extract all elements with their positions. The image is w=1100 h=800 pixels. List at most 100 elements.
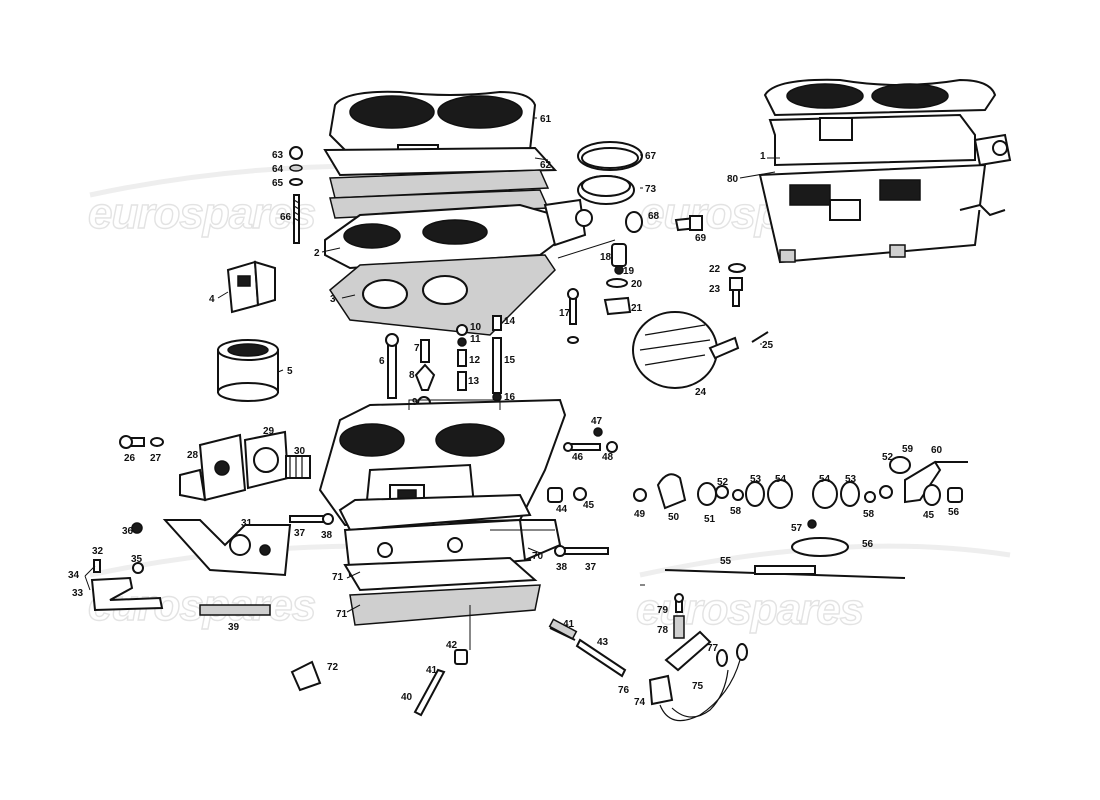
label-45: 45 — [583, 500, 595, 511]
label-11: 11 — [470, 334, 481, 345]
part-62-gaskets — [329, 169, 550, 219]
label-38: 38 — [321, 530, 333, 541]
label-49: 49 — [634, 509, 646, 520]
label-71: 71 — [332, 572, 344, 583]
label-41: 41 — [426, 665, 438, 676]
label-62: 62 — [540, 160, 552, 171]
leader-lines — [84, 117, 780, 650]
label-2: 2 — [314, 248, 320, 259]
label-29: 29 — [263, 426, 275, 437]
label-39: 39 — [228, 622, 240, 633]
label-52: 52 — [717, 477, 729, 488]
label-28: 28 — [187, 450, 199, 461]
parts-24-25-filter-cap — [632, 311, 769, 389]
parts-49-58-spindle-parts — [633, 456, 968, 557]
label-18: 18 — [600, 252, 612, 263]
label-57: 57 — [791, 523, 803, 534]
label-32: 32 — [92, 546, 104, 557]
label-65: 65 — [272, 178, 284, 189]
label-58: 58 — [730, 506, 742, 517]
label-73: 73 — [645, 184, 657, 195]
label-31: 31 — [241, 518, 253, 529]
label-56: 56 — [948, 507, 960, 518]
label-26: 26 — [124, 453, 136, 464]
label-41: 41 — [563, 619, 575, 630]
part-main-float-body — [318, 398, 567, 577]
label-53: 53 — [750, 474, 762, 485]
label-19: 19 — [623, 266, 635, 277]
part-3-base-gasket — [329, 254, 556, 336]
label-70: 70 — [532, 551, 544, 562]
label-77: 77 — [707, 643, 719, 654]
label-40: 40 — [401, 692, 413, 703]
label-33: 33 — [72, 588, 84, 599]
part-61-air-horn — [323, 90, 558, 177]
label-76: 76 — [618, 685, 630, 696]
label-56: 56 — [862, 539, 874, 550]
part-39-strip — [199, 604, 271, 616]
label-64: 64 — [272, 164, 284, 175]
label-6: 6 — [379, 356, 385, 367]
label-45: 45 — [923, 510, 935, 521]
parts-28-30-accelerator-pump — [179, 430, 311, 502]
label-37: 37 — [585, 562, 597, 573]
label-58: 58 — [863, 509, 875, 520]
watermark-text: eurospares — [88, 189, 315, 238]
label-42: 42 — [446, 640, 458, 651]
label-36: 36 — [122, 526, 134, 537]
label-16: 16 — [504, 392, 516, 403]
label-7: 7 — [414, 343, 420, 354]
label-68: 68 — [648, 211, 660, 222]
label-4: 4 — [209, 294, 215, 305]
parts-26-27-screw-washer — [119, 435, 164, 449]
label-50: 50 — [668, 512, 680, 523]
label-53: 53 — [845, 474, 857, 485]
part-55-cable — [664, 565, 906, 579]
parts-63-66-stud-hardware — [289, 146, 303, 244]
label-1: 1 — [760, 151, 766, 162]
label-23: 23 — [709, 284, 721, 295]
parts-44-48-hardware — [547, 427, 618, 503]
part-31-lever — [162, 519, 292, 577]
label-9: 9 — [412, 397, 418, 408]
label-30: 30 — [294, 446, 306, 457]
label-22: 22 — [709, 264, 721, 275]
parts-17-21-needle-valve — [567, 243, 632, 344]
parts-74-79-electrical — [648, 593, 748, 722]
label-54: 54 — [775, 474, 787, 485]
parts-37-38-pins — [289, 513, 609, 557]
label-51: 51 — [704, 514, 716, 525]
label-55: 55 — [720, 556, 732, 567]
label-72: 72 — [327, 662, 339, 673]
label-12: 12 — [469, 355, 481, 366]
label-46: 46 — [572, 452, 584, 463]
label-38: 38 — [556, 562, 568, 573]
label-61: 61 — [540, 114, 552, 125]
label-67: 67 — [645, 151, 657, 162]
label-24: 24 — [695, 387, 707, 398]
label-13: 13 — [468, 376, 480, 387]
label-3: 3 — [330, 294, 336, 305]
label-5: 5 — [287, 366, 293, 377]
part-5-sleeve — [217, 339, 279, 402]
label-15: 15 — [504, 355, 516, 366]
parts-6-16-jets — [385, 315, 502, 410]
part-71-base-gaskets — [343, 556, 541, 626]
label-52: 52 — [882, 452, 894, 463]
label-21: 21 — [631, 303, 643, 314]
label-75: 75 — [692, 681, 704, 692]
label-37: 37 — [294, 528, 306, 539]
label-79: 79 — [657, 605, 669, 616]
label-8: 8 — [409, 370, 415, 381]
callout-labels: 1 2 3 4 5 6 7 8 9 10 11 12 13 14 15 16 1… — [68, 114, 960, 708]
part-72-cap — [290, 660, 322, 692]
label-43: 43 — [597, 637, 609, 648]
label-17: 17 — [559, 308, 571, 319]
label-48: 48 — [602, 452, 614, 463]
label-69: 69 — [695, 233, 707, 244]
parts-67-73-68-69-rings — [577, 141, 703, 233]
parts-22-23-screw — [728, 263, 746, 307]
label-60: 60 — [931, 445, 943, 456]
label-71: 71 — [336, 609, 348, 620]
